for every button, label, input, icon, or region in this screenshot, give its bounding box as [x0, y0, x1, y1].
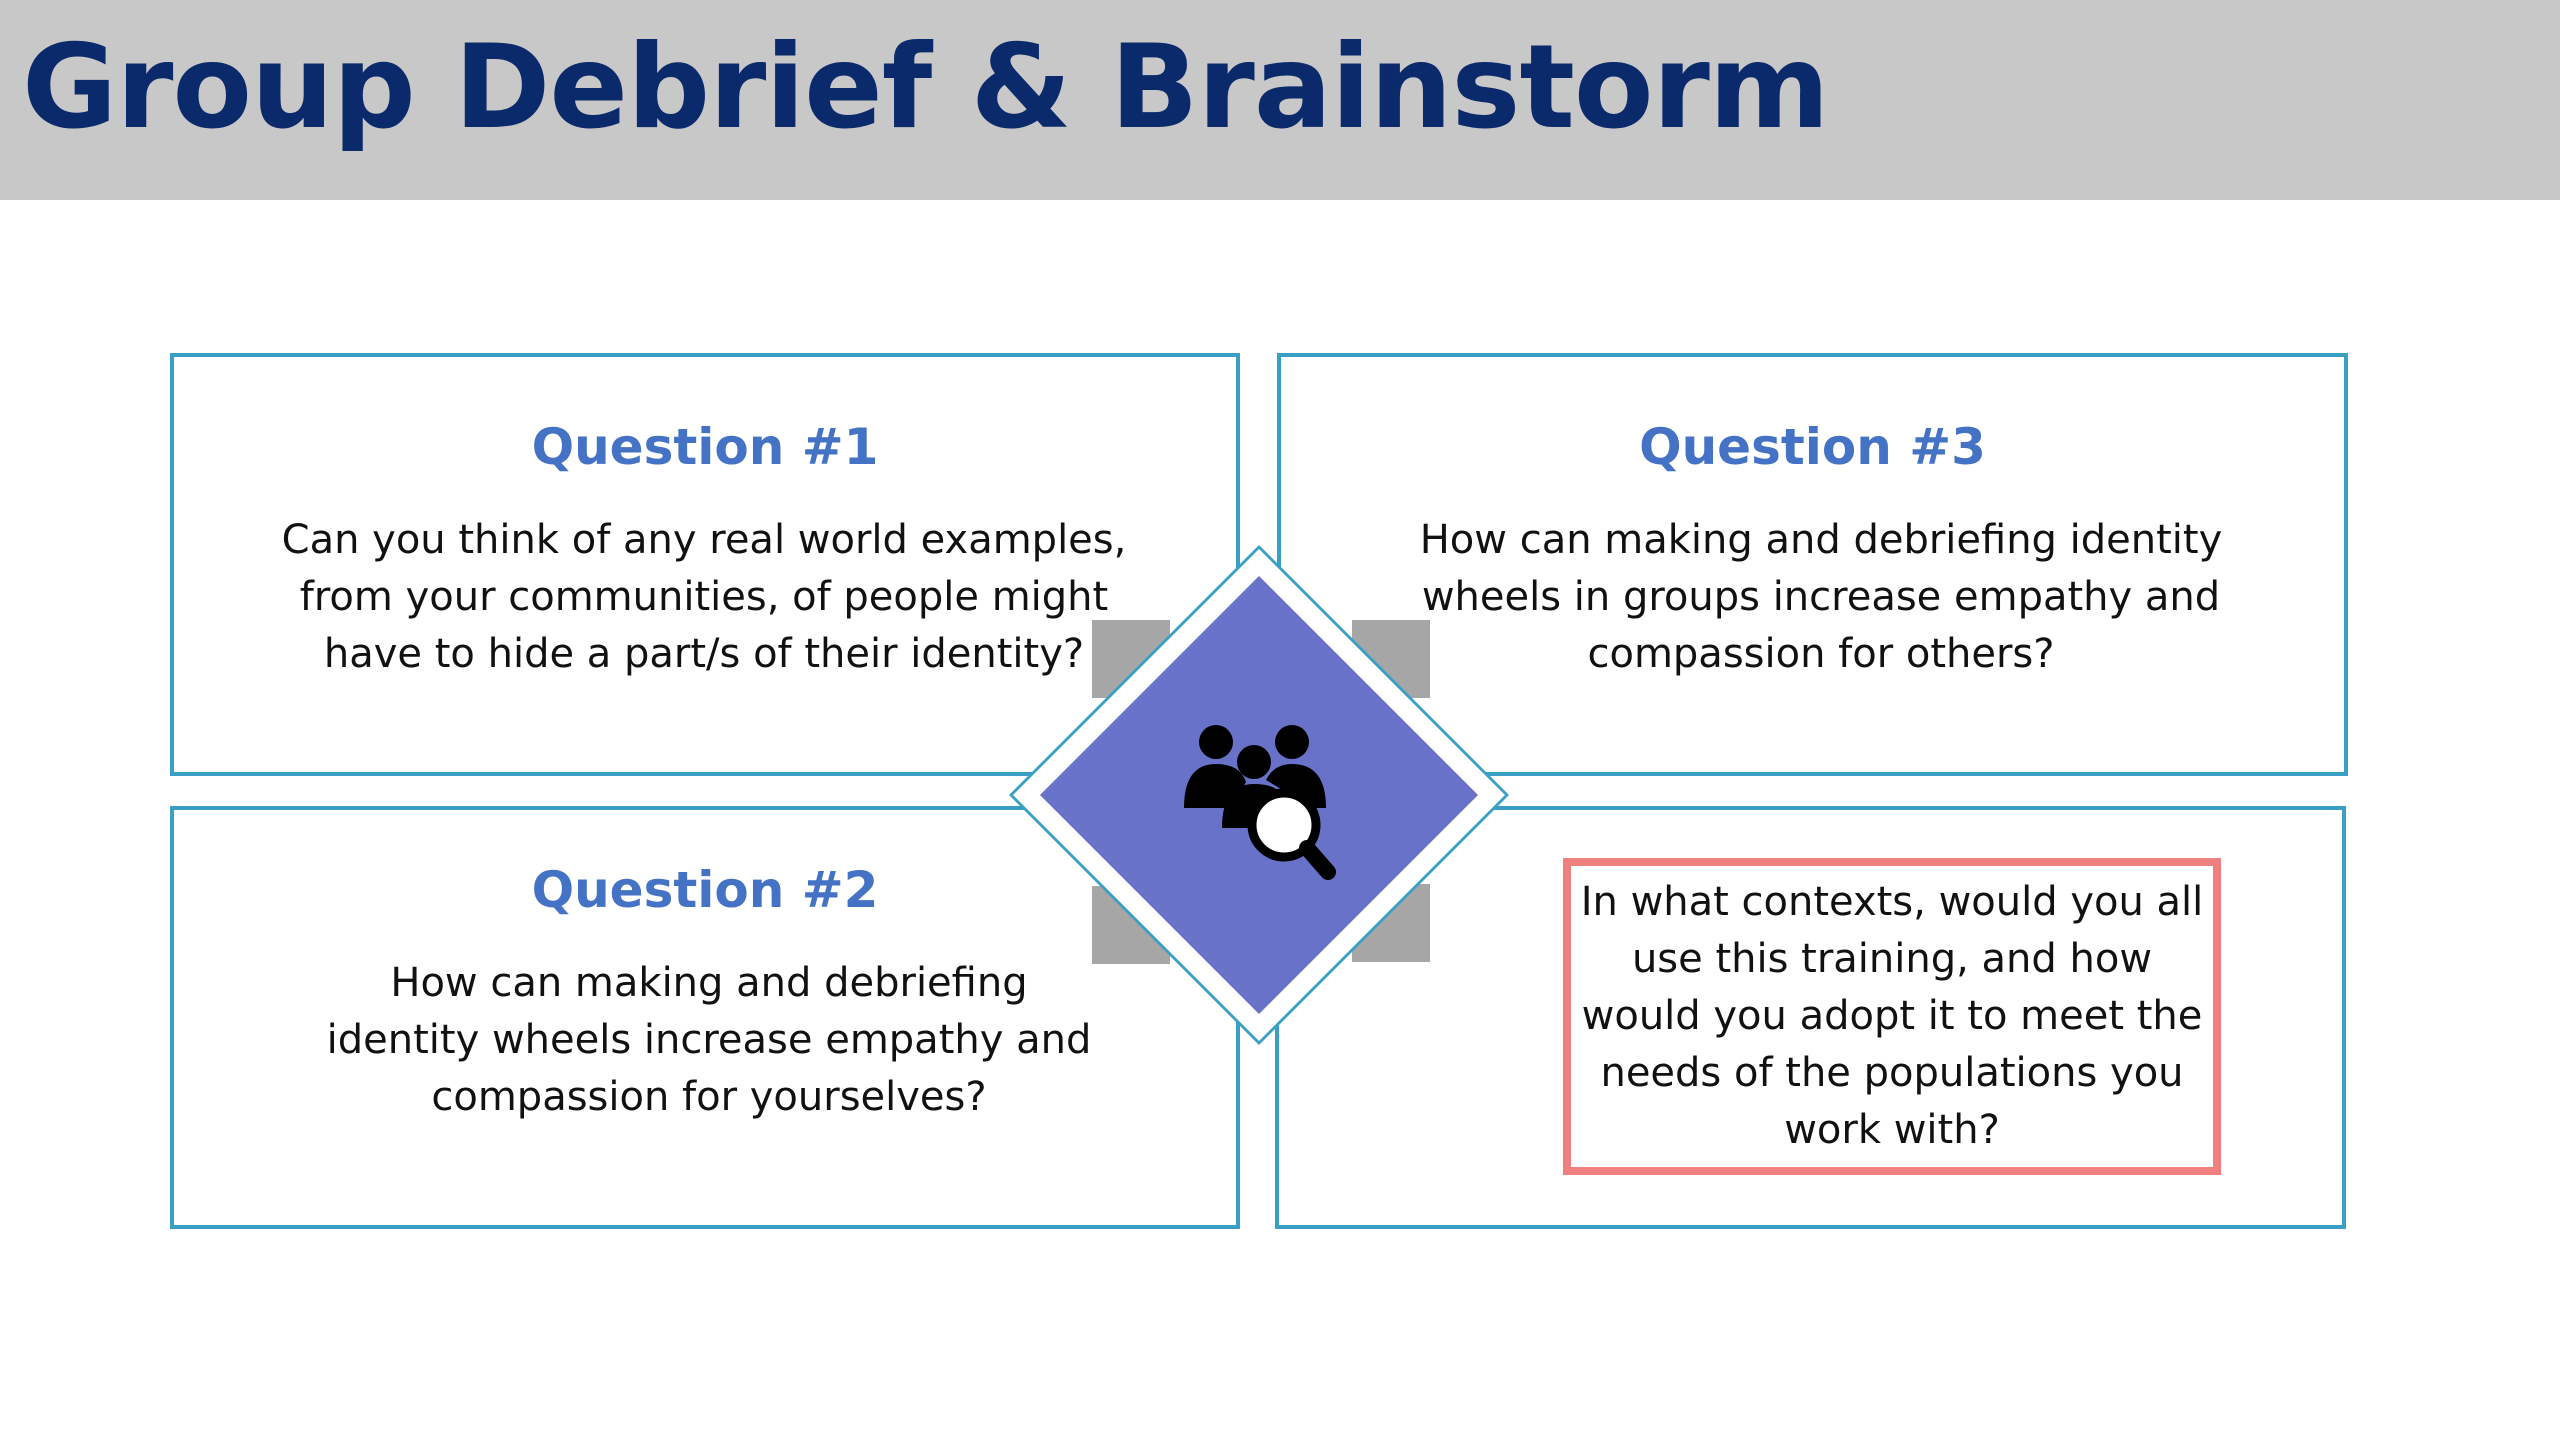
question-1-text: Can you think of any real world examples…: [281, 517, 1127, 677]
header-bar: Group Debrief & Brainstorm: [0, 0, 2560, 200]
question-4-text: In what contexts, would you all use this…: [1580, 879, 2204, 1153]
question-3-text: How can making and debriefing identity w…: [1419, 517, 2223, 677]
slide-title: Group Debrief & Brainstorm: [22, 20, 1830, 155]
question-1-panel: Question #1 Can you think of any real wo…: [170, 353, 1240, 776]
question-2-text: How can making and debriefing identity w…: [326, 960, 1092, 1120]
question-3-title: Question #3: [1639, 418, 1986, 476]
question-3-panel: Question #3 How can making and debriefin…: [1277, 353, 2348, 776]
question-2-panel: Question #2 How can making and debriefin…: [170, 806, 1240, 1229]
question-1-title: Question #1: [531, 418, 879, 476]
group-search-icon: [1184, 725, 1336, 880]
question-4-highlight-box: In what contexts, would you all use this…: [1563, 858, 2221, 1175]
question-2-title: Question #2: [531, 861, 879, 919]
